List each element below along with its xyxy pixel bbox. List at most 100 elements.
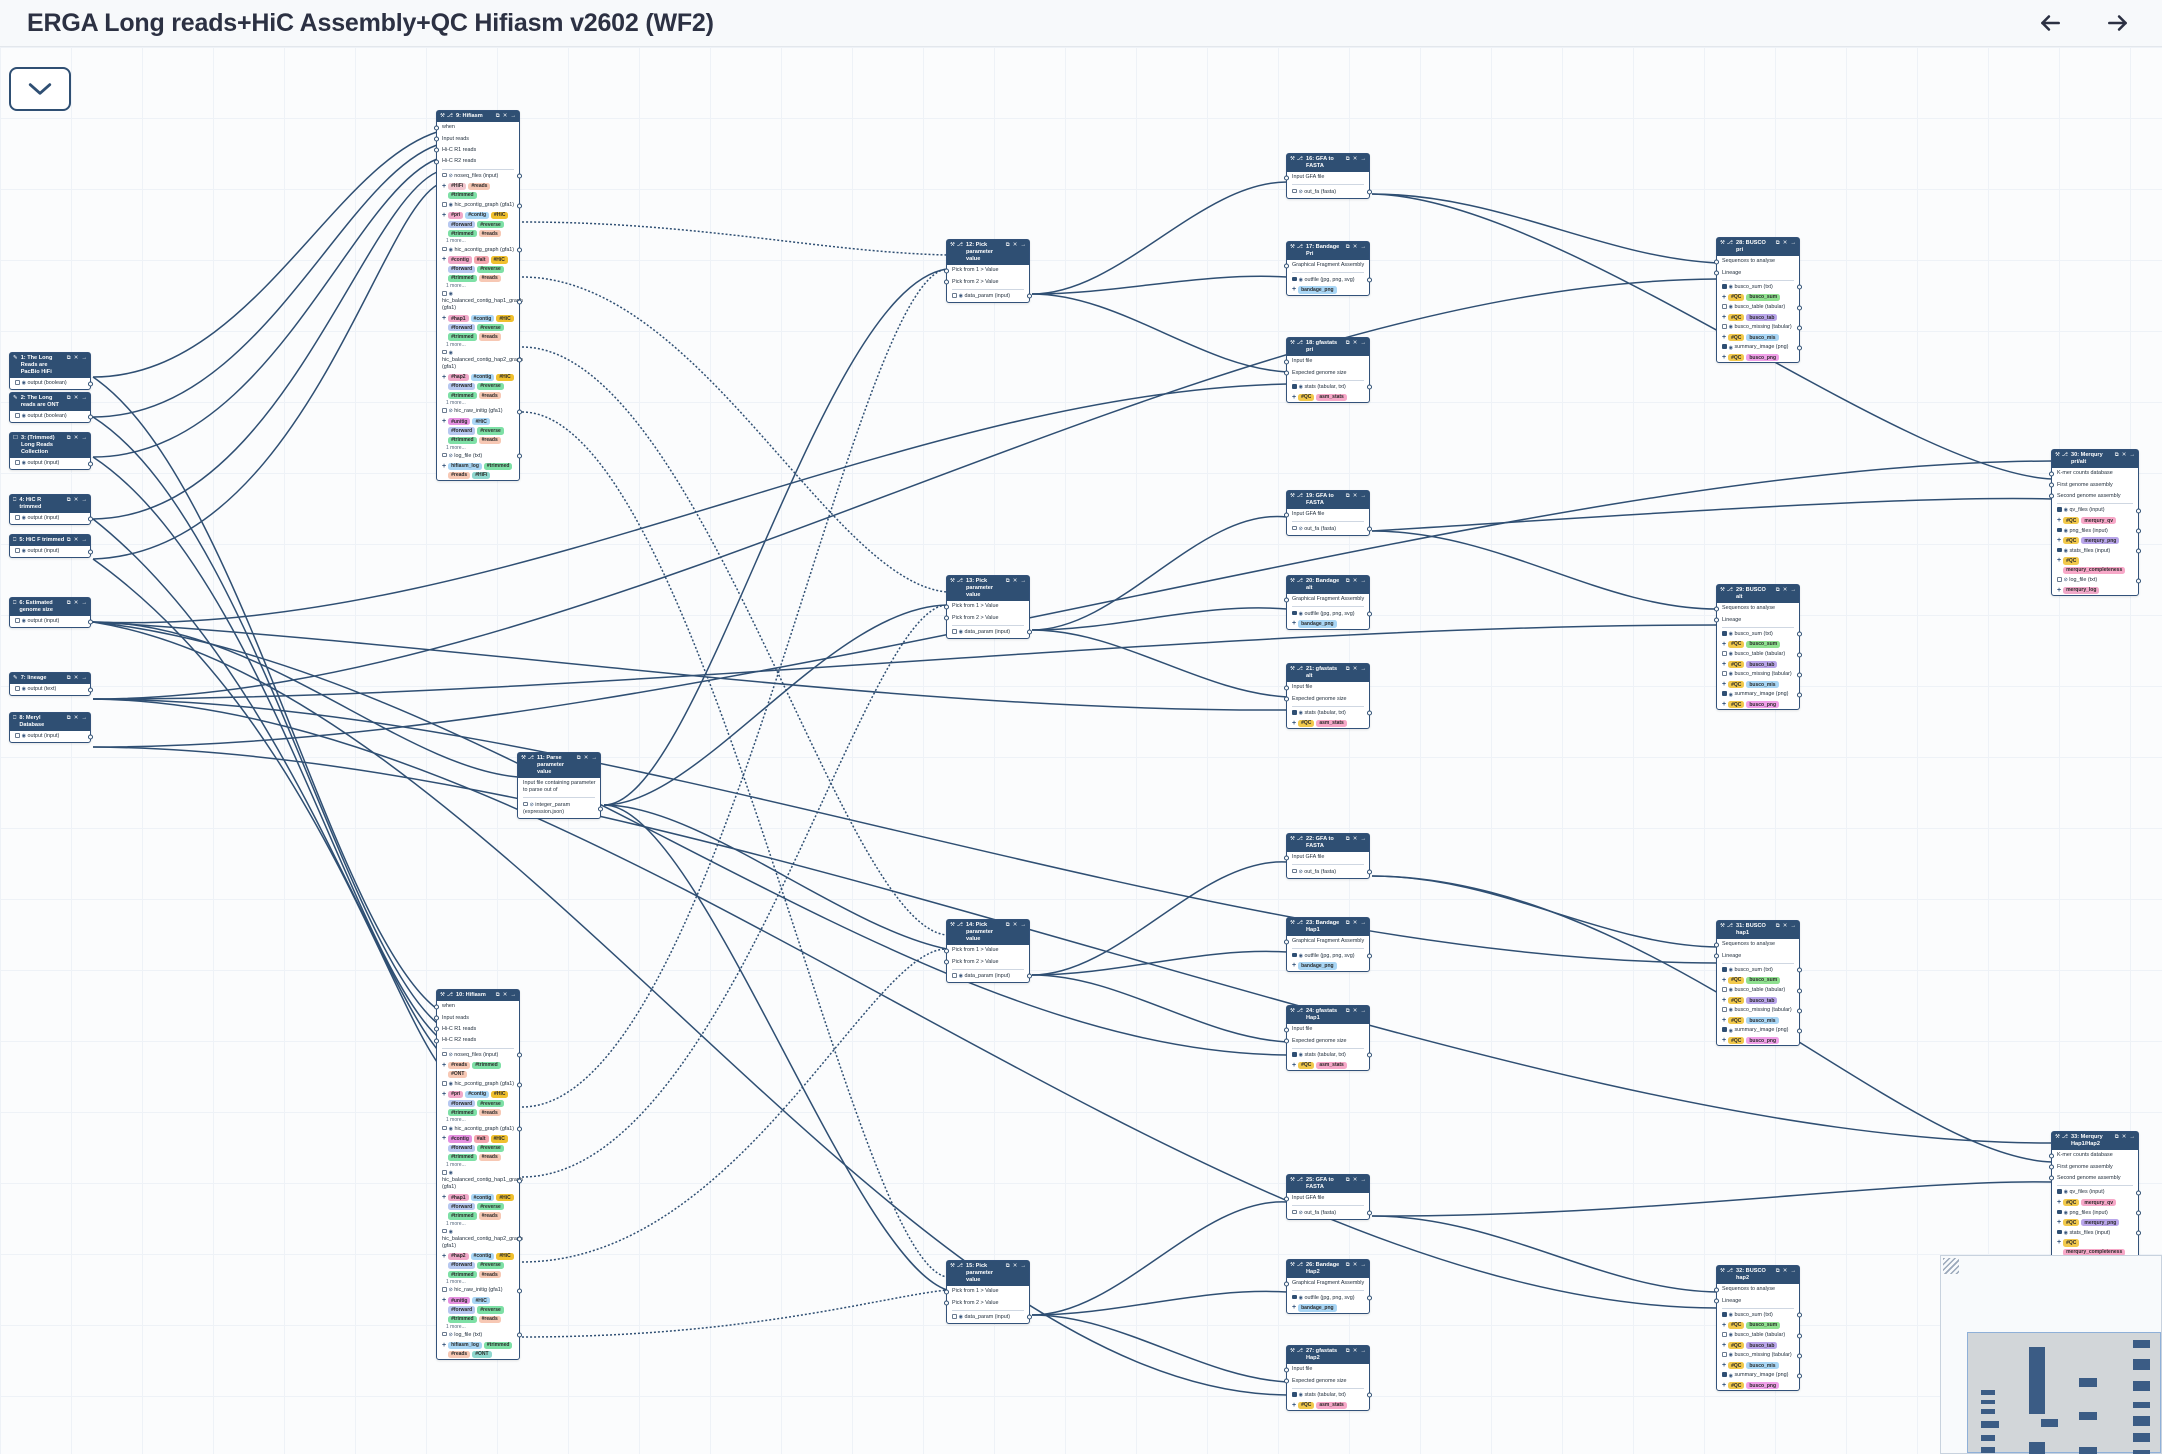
arrow-icon[interactable]: →: [1360, 836, 1366, 842]
eye-icon[interactable]: ◉: [1728, 324, 1733, 331]
arrow-icon[interactable]: →: [1020, 1263, 1026, 1269]
tag[interactable]: #forward: [448, 427, 476, 435]
workflow-node-15[interactable]: ⚒ ⎇15: Pick parameter value⧉✕→Pick from …: [944, 1260, 1032, 1325]
tag[interactable]: busco_png: [1746, 1037, 1780, 1045]
eye-icon[interactable]: ◉: [1728, 631, 1733, 638]
close-icon[interactable]: ✕: [583, 755, 589, 761]
output-terminal[interactable]: [88, 381, 93, 387]
node-input-row[interactable]: Graphical Fragment Assembly: [1284, 936, 1369, 947]
duplicate-icon[interactable]: ⧉: [66, 600, 71, 606]
tag[interactable]: #contig: [470, 1194, 495, 1202]
input-terminal[interactable]: [434, 1026, 439, 1032]
back-arrow-icon[interactable]: [2036, 9, 2064, 37]
minimap-viewport[interactable]: [1967, 1332, 2161, 1454]
tag[interactable]: asm_stats: [1316, 719, 1347, 727]
output-visible-checkbox[interactable]: [1292, 383, 1297, 389]
input-terminal[interactable]: [2049, 482, 2054, 488]
arrow-icon[interactable]: →: [81, 395, 87, 401]
tag[interactable]: #reads: [478, 1212, 501, 1220]
node-input-row[interactable]: Pick from 1 > Value: [944, 601, 1029, 612]
output-terminal[interactable]: [517, 247, 522, 253]
eye-icon[interactable]: ◉: [1298, 952, 1303, 959]
close-icon[interactable]: ✕: [73, 395, 79, 401]
output-visible-checkbox[interactable]: [1722, 1372, 1727, 1378]
eye-icon[interactable]: ◉: [1298, 610, 1303, 617]
node-header[interactable]: ⚒ ⎇24: gfastats Hap1⧉✕→: [1287, 1006, 1369, 1024]
tag[interactable]: #pri: [448, 211, 464, 220]
eye-off-icon[interactable]: ⊘: [448, 1287, 453, 1294]
workflow-node-17[interactable]: ⚒ ⎇17: Bandage Pri⧉✕→Graphical Fragment …: [1284, 241, 1372, 296]
output-visible-checkbox[interactable]: [442, 1125, 447, 1131]
output-visible-checkbox[interactable]: [1722, 344, 1727, 350]
node-actions[interactable]: ⧉✕→: [1776, 240, 1796, 247]
input-terminal[interactable]: [1284, 1367, 1289, 1373]
node-input-row[interactable]: First genome assembly: [2049, 1161, 2138, 1172]
arrow-icon[interactable]: →: [1360, 1348, 1366, 1354]
duplicate-icon[interactable]: ⧉: [1345, 920, 1350, 926]
input-terminal[interactable]: [2049, 1153, 2054, 1159]
tag-expand-icon[interactable]: +: [1722, 1382, 1727, 1390]
close-icon[interactable]: ✕: [1782, 587, 1788, 593]
node-input-row[interactable]: Input GFA file: [1284, 1193, 1369, 1204]
arrow-icon[interactable]: →: [1020, 578, 1026, 584]
tag-expand-icon[interactable]: +: [1722, 1017, 1727, 1025]
eye-icon[interactable]: ◉: [21, 515, 26, 522]
input-terminal[interactable]: [2049, 471, 2054, 477]
duplicate-icon[interactable]: ⧉: [66, 435, 71, 441]
eye-icon[interactable]: ◉: [1298, 384, 1303, 391]
tag[interactable]: #HiC: [496, 1252, 514, 1260]
node-header[interactable]: ⚒ ⎇33: Merqury Hap1/Hap2⧉✕→: [2052, 1132, 2138, 1150]
tag[interactable]: busco_png: [1746, 1382, 1780, 1390]
output-visible-checkbox[interactable]: [442, 1081, 447, 1086]
node-output-row[interactable]: ◉busco_sum (txt): [1717, 282, 1802, 293]
node-input-row[interactable]: First genome assembly: [2049, 479, 2138, 490]
tag[interactable]: #HiFi: [448, 182, 467, 190]
node-actions[interactable]: ⧉✕→: [67, 435, 87, 442]
duplicate-icon[interactable]: ⧉: [1345, 340, 1350, 346]
output-visible-checkbox[interactable]: [1722, 630, 1727, 636]
node-output-row[interactable]: ◉data_param (input): [947, 971, 1032, 982]
tag[interactable]: #hap1: [448, 1194, 469, 1202]
tag[interactable]: #HiC: [496, 315, 514, 323]
node-input-row[interactable]: Second genome assembly: [2049, 491, 2138, 502]
input-terminal[interactable]: [944, 615, 949, 621]
tag[interactable]: #reads: [478, 333, 501, 341]
tag[interactable]: #QC: [1728, 640, 1745, 648]
eye-icon[interactable]: ◉: [1298, 1392, 1303, 1399]
tag[interactable]: #forward: [448, 382, 476, 390]
eye-icon[interactable]: ◉: [1728, 284, 1733, 291]
eye-icon[interactable]: ◉: [1728, 1352, 1733, 1359]
arrow-icon[interactable]: →: [1020, 922, 1026, 928]
close-icon[interactable]: ✕: [2121, 452, 2127, 458]
output-visible-checkbox[interactable]: [1722, 1352, 1727, 1357]
node-input-row[interactable]: Input file: [1284, 356, 1369, 367]
arrow-icon[interactable]: →: [1790, 1268, 1796, 1274]
tag[interactable]: #reads: [478, 230, 501, 238]
tag[interactable]: asm_stats: [1316, 1401, 1347, 1409]
tag-expand-icon[interactable]: +: [1722, 681, 1727, 689]
node-output-row[interactable]: ◉stats (tabular, txt): [1287, 708, 1372, 719]
duplicate-icon[interactable]: ⧉: [66, 355, 71, 361]
output-terminal[interactable]: [1797, 692, 1802, 698]
node-header[interactable]: ⚒ ⎇13: Pick parameter value⧉✕→: [947, 576, 1029, 601]
output-terminal[interactable]: [1797, 652, 1802, 658]
workflow-node-25[interactable]: ⚒ ⎇25: GFA to FASTA⧉✕→Input GFA file⊘out…: [1284, 1174, 1372, 1220]
eye-icon[interactable]: ◉: [1298, 1294, 1303, 1301]
tag-expand-icon[interactable]: +: [442, 1090, 447, 1098]
output-visible-checkbox[interactable]: [442, 202, 447, 207]
close-icon[interactable]: ✕: [1352, 340, 1358, 346]
output-visible-checkbox[interactable]: [1292, 1051, 1297, 1057]
tag[interactable]: hifiasm_log: [448, 1341, 482, 1349]
node-output-row[interactable]: ◉output (boolean): [10, 411, 93, 422]
node-output-row[interactable]: ◉busco_table (tabular): [1717, 985, 1802, 996]
close-icon[interactable]: ✕: [1782, 1268, 1788, 1274]
arrow-icon[interactable]: →: [81, 715, 87, 721]
node-output-row[interactable]: ◉busco_sum (txt): [1717, 629, 1802, 640]
duplicate-icon[interactable]: ⧉: [1345, 156, 1350, 162]
workflow-node-2[interactable]: ✎2: The Long reads are ONT⧉✕→◉output (bo…: [9, 392, 93, 424]
node-output-row[interactable]: ◉busco_table (tabular): [1717, 649, 1802, 660]
output-visible-checkbox[interactable]: [1292, 1209, 1297, 1215]
